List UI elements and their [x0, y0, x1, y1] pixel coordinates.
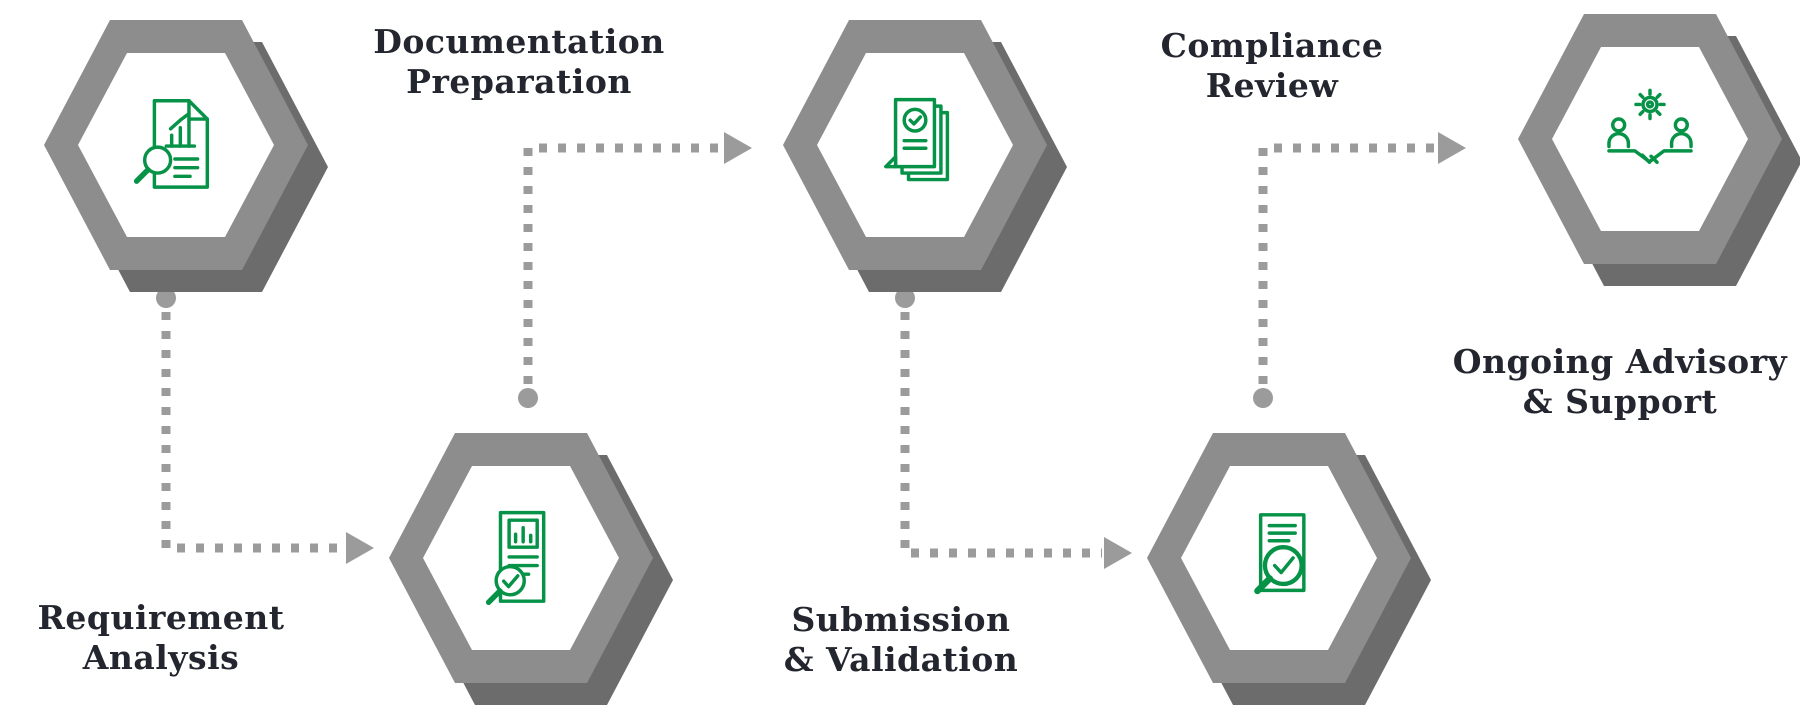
step-label-ongoing-advisory-support: Ongoing Advisory & Support [1440, 342, 1800, 421]
step-node-ongoing-advisory-support [1490, 0, 1800, 304]
hexagon-1 [44, 20, 328, 292]
label-line-2: Review [1205, 65, 1339, 105]
stacked-documents-check-icon [884, 97, 950, 182]
document-magnifier-check-icon [1254, 513, 1306, 595]
connector-2-start-dot [518, 388, 538, 408]
step-label-compliance-review: Compliance Review [1102, 26, 1442, 105]
label-line-1: Requirement [37, 598, 285, 637]
hexagon-5 [1518, 14, 1800, 286]
step-label-requirement-analysis: Requirement Analysis [11, 598, 311, 677]
dotted-connectors [161, 143, 1436, 558]
label-line-2: Preparation [406, 61, 632, 101]
connector-step3-step4 [900, 312, 1102, 558]
connector-step2-step3 [523, 143, 722, 384]
document-barchart-magnifier-icon [133, 98, 210, 189]
step-node-documentation-preparation [361, 413, 681, 714]
hexagon-3 [783, 20, 1067, 292]
connector-step4-step5 [1258, 143, 1436, 384]
connector-4-start-dot [1253, 388, 1273, 408]
connector-3-arrowhead [1104, 537, 1132, 569]
label-line-1: Compliance [1160, 26, 1384, 65]
hexagon-2 [389, 433, 673, 705]
step-node-requirement-analysis [16, 0, 336, 310]
label-line-1: Ongoing Advisory [1452, 342, 1788, 381]
label-line-1: Submission [791, 600, 1011, 639]
hexagon-inner [1552, 47, 1748, 231]
connector-2-arrowhead [724, 132, 752, 164]
hexagon-4 [1147, 433, 1431, 705]
step-node-submission-validation [755, 0, 1075, 310]
handshake-partnership-gear-icon [1607, 88, 1693, 164]
connector-1-start-dot [156, 288, 176, 308]
connector-3-start-dot [895, 288, 915, 308]
step-node-compliance-review [1119, 413, 1439, 714]
connector-4-arrowhead [1438, 132, 1466, 164]
label-line-2: & Validation [783, 639, 1019, 679]
step-label-submission-validation: Submission & Validation [731, 600, 1071, 679]
label-line-2: & Support [1522, 381, 1718, 421]
connector-1-arrowhead [346, 532, 374, 564]
label-line-1: Documentation [373, 22, 665, 61]
connector-terminals [156, 132, 1466, 569]
report-magnifier-check-icon [485, 510, 546, 605]
step-label-documentation-preparation: Documentation Preparation [349, 22, 689, 101]
label-line-2: Analysis [82, 637, 240, 677]
connector-step1-step2 [161, 312, 344, 553]
